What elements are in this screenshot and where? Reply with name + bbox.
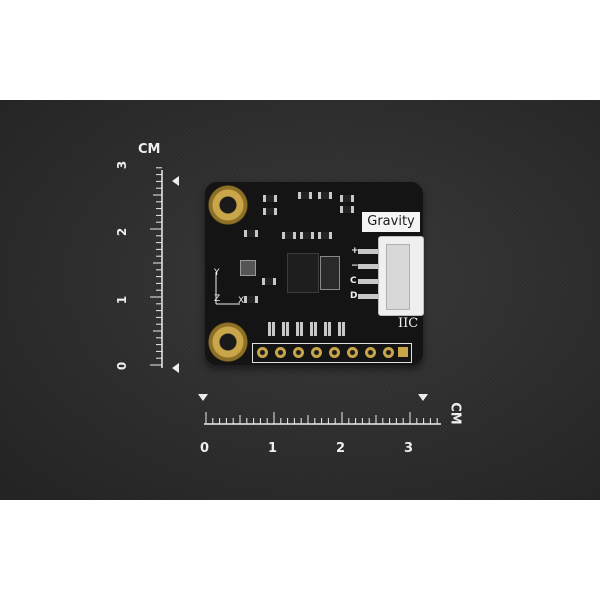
vertical-ruler-marker-top bbox=[172, 176, 179, 186]
smd-component bbox=[244, 296, 258, 303]
header-pad bbox=[311, 347, 322, 358]
horizontal-ruler bbox=[204, 412, 441, 425]
header-pad-strip bbox=[252, 343, 412, 363]
vertical-ruler bbox=[150, 167, 163, 368]
smd-component bbox=[244, 230, 258, 237]
header-pad bbox=[275, 347, 286, 358]
header-pad bbox=[293, 347, 304, 358]
vertical-tick-label-3: 3 bbox=[115, 160, 130, 170]
smd-component bbox=[340, 206, 354, 213]
smd-component bbox=[282, 322, 289, 336]
header-pad bbox=[398, 347, 408, 357]
header-pad bbox=[383, 347, 394, 358]
smd-component bbox=[282, 232, 296, 239]
vertical-ruler-unit: CM bbox=[138, 142, 161, 157]
smd-component bbox=[318, 232, 332, 239]
axis-label-z: Z bbox=[214, 294, 221, 304]
pin-label-minus: − bbox=[351, 261, 359, 271]
pin-label-plus: + bbox=[351, 246, 359, 256]
pin-label-d: D bbox=[350, 291, 358, 301]
gravity-brand-label: Gravity bbox=[362, 212, 420, 232]
smd-component bbox=[296, 322, 303, 336]
smd-component bbox=[338, 322, 345, 336]
smd-component bbox=[262, 278, 276, 285]
header-pad bbox=[365, 347, 376, 358]
horizontal-tick-label-0: 0 bbox=[200, 441, 210, 456]
pin-label-c: C bbox=[350, 276, 357, 286]
axis-indicator bbox=[215, 272, 240, 305]
axis-label-y: Y bbox=[214, 268, 220, 278]
axis-label-x: X bbox=[238, 296, 245, 306]
smd-component bbox=[300, 232, 314, 239]
horizontal-tick-label-3: 3 bbox=[404, 441, 414, 456]
header-pad bbox=[347, 347, 358, 358]
horizontal-tick-label-1: 1 bbox=[268, 441, 278, 456]
smd-component bbox=[268, 322, 275, 336]
iic-interface-label: IIC bbox=[398, 316, 419, 331]
smd-component bbox=[298, 192, 312, 199]
horizontal-ruler-unit: CM bbox=[447, 402, 463, 425]
vertical-tick-label-1: 1 bbox=[115, 295, 130, 305]
horizontal-ruler-marker-left bbox=[198, 394, 208, 401]
header-pad bbox=[257, 347, 268, 358]
header-pad bbox=[329, 347, 340, 358]
vertical-tick-label-0: 0 bbox=[115, 361, 130, 371]
smd-component bbox=[340, 195, 354, 202]
connector-housing bbox=[386, 244, 410, 310]
iic-connector bbox=[378, 236, 424, 316]
vertical-tick-label-2: 2 bbox=[115, 227, 130, 237]
smd-component bbox=[310, 322, 317, 336]
smd-component bbox=[318, 192, 332, 199]
smd-component bbox=[324, 322, 331, 336]
crystal-component bbox=[320, 256, 340, 290]
mounting-hole-bottom bbox=[208, 322, 248, 362]
horizontal-ruler-marker-right bbox=[418, 394, 428, 401]
mounting-hole-top bbox=[208, 185, 248, 225]
smd-component bbox=[263, 195, 277, 202]
horizontal-tick-label-2: 2 bbox=[336, 441, 346, 456]
connector-pins bbox=[358, 249, 378, 299]
vertical-ruler-marker-bottom bbox=[172, 363, 179, 373]
main-sensor-chip bbox=[287, 253, 319, 293]
smd-component bbox=[263, 208, 277, 215]
small-sensor-chip bbox=[240, 260, 256, 276]
